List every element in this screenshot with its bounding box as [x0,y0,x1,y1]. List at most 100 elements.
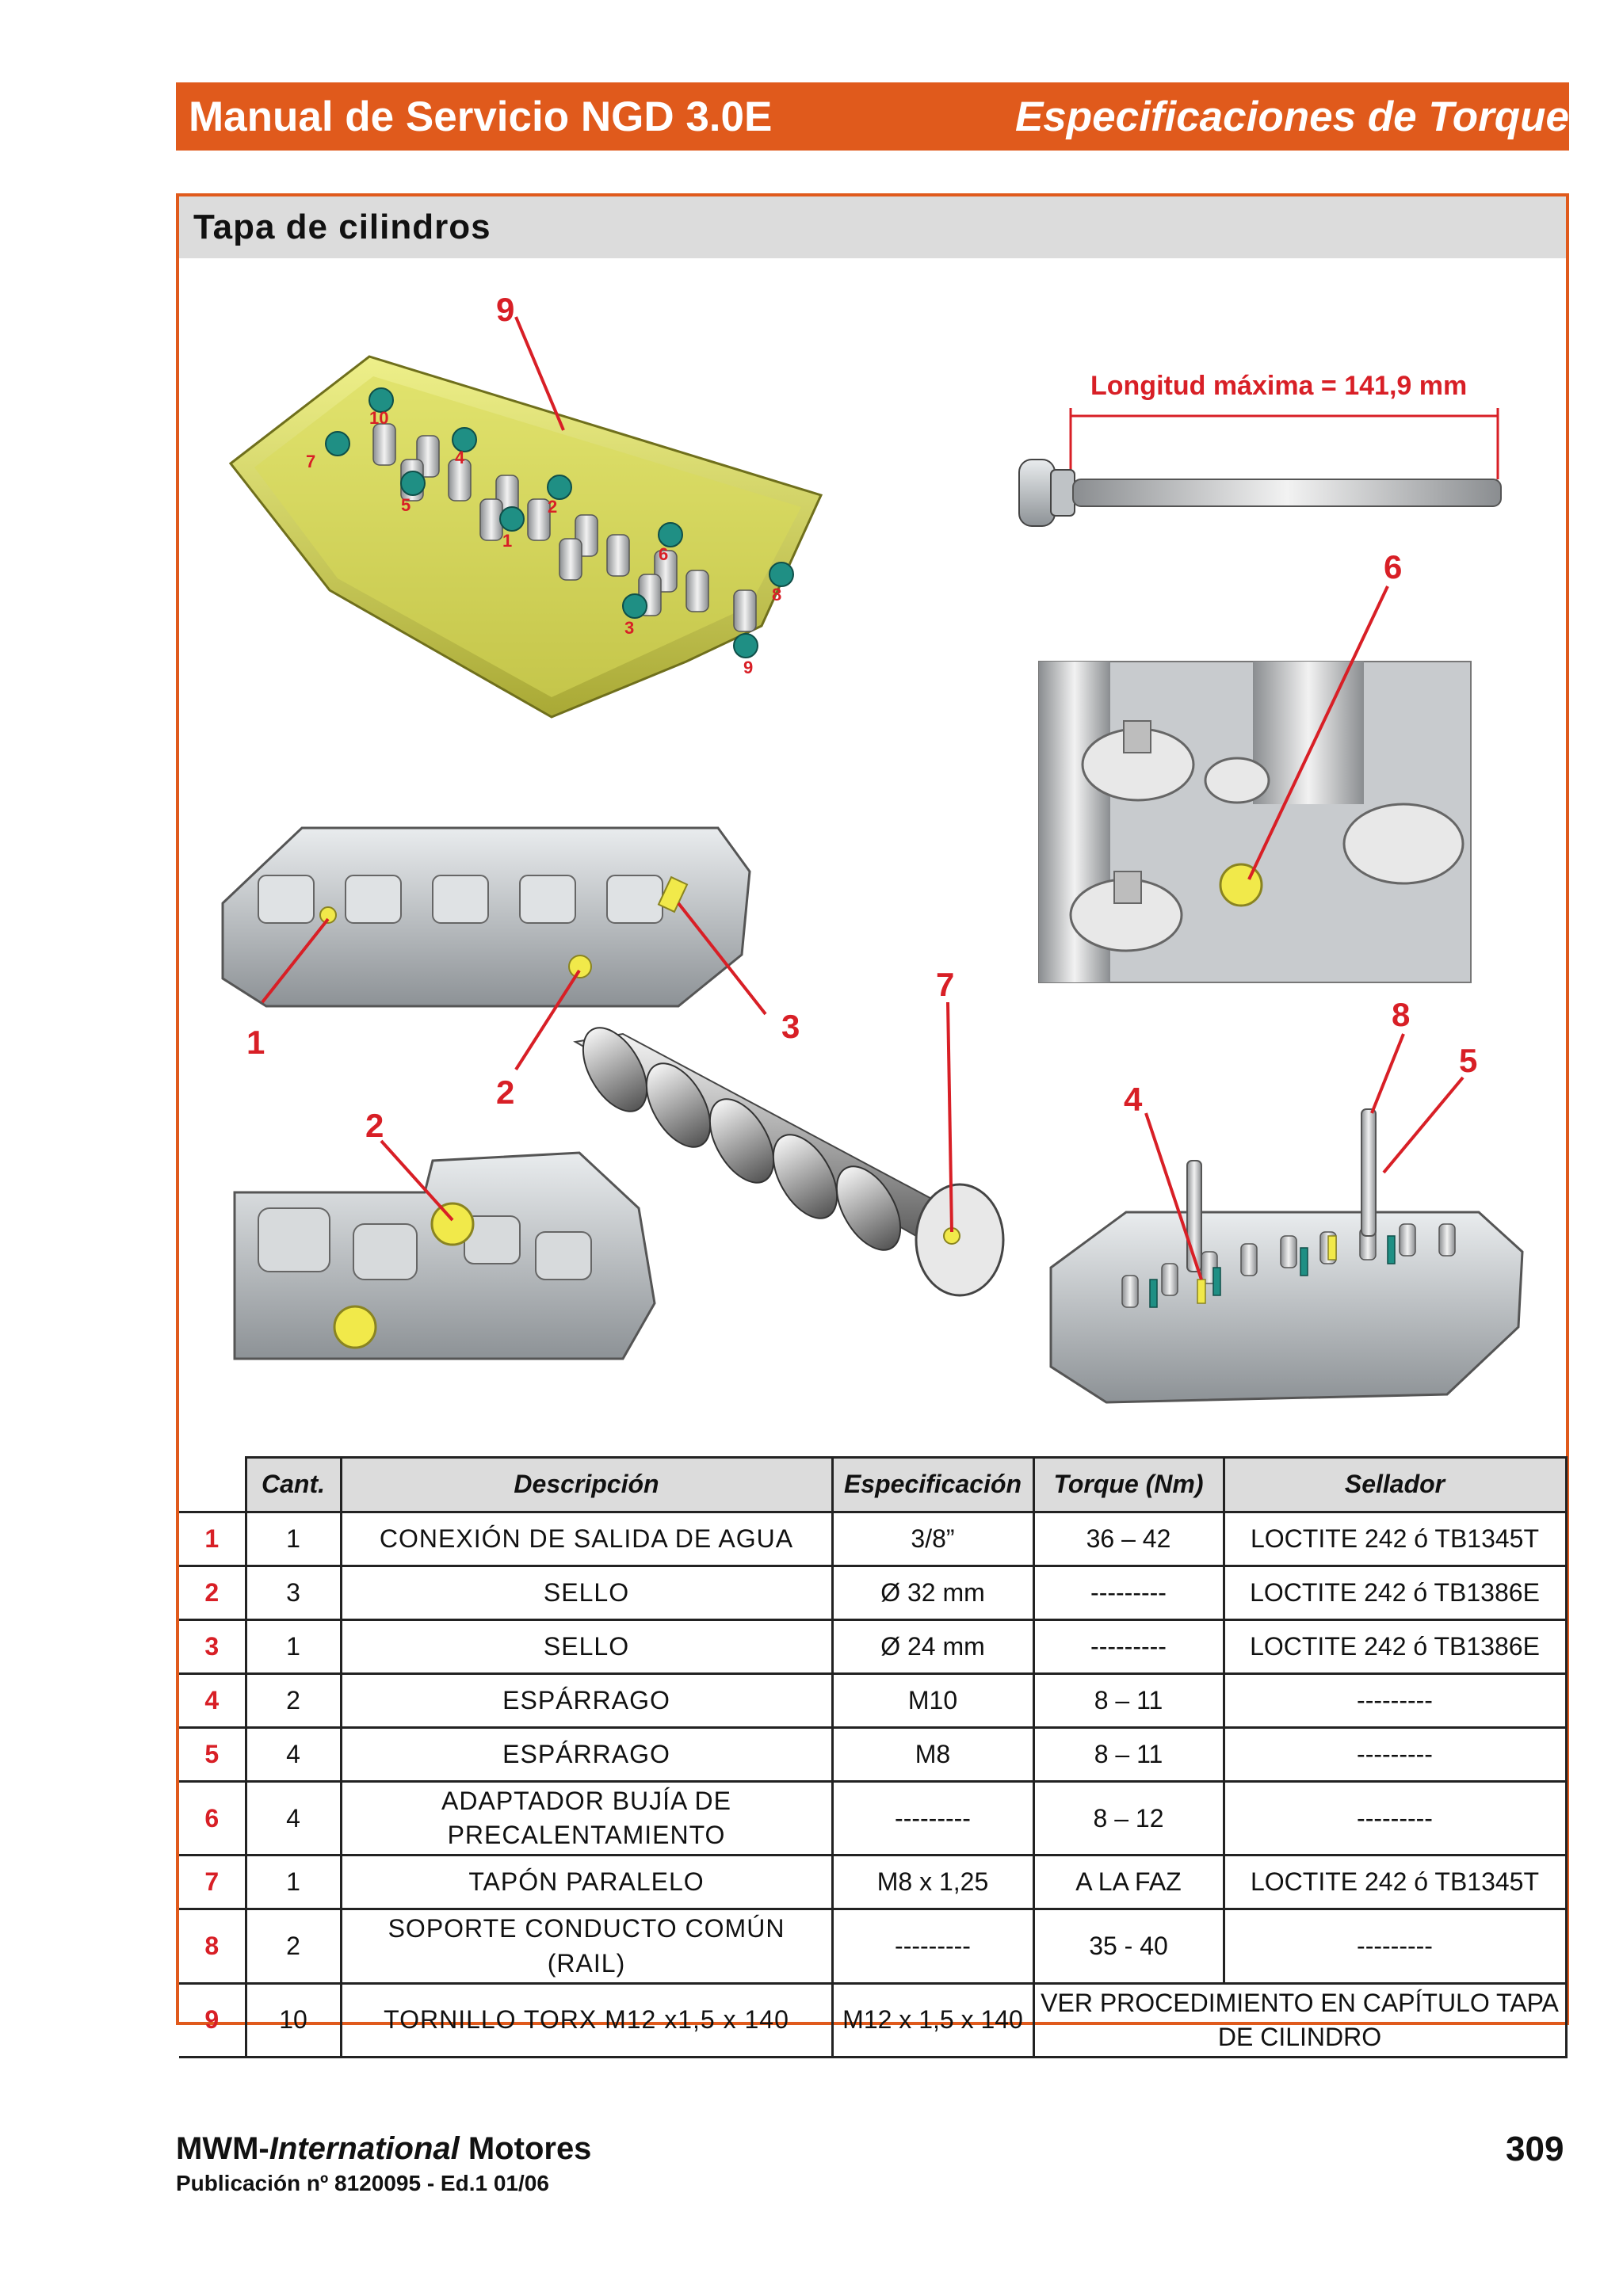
cylinder-head-side-view: 3 1 2 [221,826,800,1111]
row-qty: 2 [244,1908,342,1985]
row-qty: 4 [244,1726,342,1783]
manual-title: Manual de Servicio NGD 3.0E [189,93,773,140]
row-sealer: --------- [1222,1779,1568,1857]
callout-4: 4 [1124,1081,1143,1118]
row-spec: M12 x 1,5 x 140 [831,1981,1035,2059]
table-row: 5 4 ESPÁRRAGO M8 8 – 11 --------- [179,1726,1568,1783]
seq-label-1: 1 [502,531,512,551]
row-number: 7 [179,1854,247,1911]
table-row: 7 1 TAPÓN PARALELO M8 x 1,25 A LA FAZ LO… [179,1854,1568,1911]
table-row: 8 2 SOPORTE CONDUCTO COMÚN (RAIL) ------… [179,1908,1568,1985]
row-sealer: --------- [1222,1726,1568,1783]
chapter-title: Especificaciones de Torque [1014,93,1569,140]
table-row: 4 2 ESPÁRRAGO M10 8 – 11 --------- [179,1672,1568,1729]
row-number: 9 [179,1981,247,2059]
row-number: 1 [179,1511,247,1567]
brand-suffix: Motores [459,2131,592,2166]
brand-italic: International [269,2131,460,2166]
row-spec: M8 x 1,25 [831,1854,1035,1911]
row-description: SELLO [339,1565,834,1621]
seq-label-4: 4 [455,448,465,467]
seq-label-9: 9 [743,658,753,677]
row-spec: Ø 32 mm [831,1565,1035,1621]
table-row: 2 3 SELLO Ø 32 mm --------- LOCTITE 242 … [179,1565,1568,1621]
row-description: ESPÁRRAGO [339,1726,834,1783]
header-blank [179,1457,247,1512]
row-spec: M8 [831,1726,1035,1783]
row-spec: --------- [831,1779,1035,1857]
table-row: 1 1 CONEXIÓN DE SALIDA DE AGUA 3/8” 36 –… [179,1511,1568,1567]
row-spec: M10 [831,1672,1035,1729]
callout-8: 8 [1392,996,1410,1033]
torx-bolt-illustration: Longitud máxima = 141,9 mm [1018,371,1502,527]
cylinder-head-figure: 10 4 7 5 2 1 6 3 8 9 9 Longitud máxima =… [179,258,1566,1518]
publication-info: Publicación nº 8120095 - Ed.1 01/06 [176,2171,549,2195]
section-title: Tapa de cilindros [193,208,491,246]
seq-label-7: 7 [306,452,315,471]
row-number: 5 [179,1726,247,1783]
seq-label-3: 3 [624,618,634,638]
table-header-row: Cant. Descripción Especificación Torque … [179,1456,1568,1513]
row-torque: 8 – 11 [1032,1672,1225,1729]
max-length-label: Longitud máxima = 141,9 mm [1090,371,1467,401]
row-number: 3 [179,1619,247,1675]
row-sealer: LOCTITE 242 ó TB1386E [1222,1565,1568,1621]
row-description: ADAPTADOR BUJÍA DE PRECALENTAMIENTO [339,1779,834,1857]
row-number: 4 [179,1672,247,1729]
table-row: 3 1 SELLO Ø 24 mm --------- LOCTITE 242 … [179,1619,1568,1675]
row-torque-procedure: VER PROCEDIMIENTO EN CAPÍTULO TAPA DE CI… [1032,1981,1568,2059]
header-spec: Especificación [831,1456,1035,1513]
row-torque: 8 – 12 [1032,1779,1225,1857]
header-qty: Cant. [244,1456,342,1513]
seq-label-2: 2 [548,497,557,517]
row-qty: 2 [244,1672,342,1729]
row-number: 2 [179,1565,247,1621]
row-qty: 1 [244,1619,342,1675]
callout-2-closeup: 2 [365,1107,384,1144]
row-qty: 1 [244,1511,342,1567]
content-frame: Tapa de cilindros [176,193,1569,2059]
row-sealer: LOCTITE 242 ó TB1345T [1222,1511,1568,1567]
callout-3: 3 [781,1008,800,1045]
header-torque: Torque (Nm) [1032,1456,1225,1513]
row-torque: --------- [1032,1565,1225,1621]
cylinder-head-closeup: 2 [233,1107,656,1360]
header-bar: Manual de Servicio NGD 3.0E Especificaci… [176,82,1569,151]
row-spec: --------- [831,1908,1035,1985]
figure-canvas: 10 4 7 5 2 1 6 3 8 9 9 Longitud máxima =… [221,291,1524,1404]
row-description: TORNILLO TORX M12 x1,5 x 140 [339,1981,834,2059]
row-torque: A LA FAZ [1032,1854,1225,1911]
row-description: CONEXIÓN DE SALIDA DE AGUA [339,1511,834,1567]
row-sealer: LOCTITE 242 ó TB1345T [1222,1854,1568,1911]
row-description: ESPÁRRAGO [339,1672,834,1729]
cylinder-head-top-view: 10 4 7 5 2 1 6 3 8 9 9 [228,291,823,719]
callout-6: 6 [1384,548,1402,585]
seq-label-5: 5 [401,495,411,515]
seq-label-6: 6 [659,544,668,564]
row-qty: 1 [244,1854,342,1911]
row-description: SELLO [339,1619,834,1675]
row-spec: Ø 24 mm [831,1619,1035,1675]
callout-2: 2 [496,1074,514,1111]
row-torque: 35 - 40 [1032,1908,1225,1985]
row-description: TAPÓN PARALELO [339,1854,834,1911]
row-qty: 4 [244,1779,342,1857]
callout-7: 7 [936,966,954,1003]
footer-brand: MWM-International Motores [176,2131,591,2167]
row-qty: 10 [244,1981,342,2059]
row-sealer: LOCTITE 242 ó TB1386E [1222,1619,1568,1675]
row-torque: 8 – 11 [1032,1726,1225,1783]
header-sealer: Sellador [1222,1456,1568,1513]
table-row: 9 10 TORNILLO TORX M12 x1,5 x 140 M12 x … [179,1981,1568,2059]
glow-plug-adapter-view: 6 [1038,548,1472,983]
page-number: 309 [1506,2130,1564,2168]
row-description: SOPORTE CONDUCTO COMÚN (RAIL) [339,1908,834,1985]
torque-spec-table: Cant. Descripción Especificación Torque … [179,1456,1568,2059]
header-description: Descripción [339,1456,834,1513]
row-sealer: --------- [1222,1908,1568,1985]
row-spec: 3/8” [831,1511,1035,1567]
seq-label-10: 10 [369,408,388,428]
row-torque: 36 – 42 [1032,1511,1225,1567]
callout-9: 9 [496,291,514,328]
seq-label-8: 8 [772,585,781,605]
